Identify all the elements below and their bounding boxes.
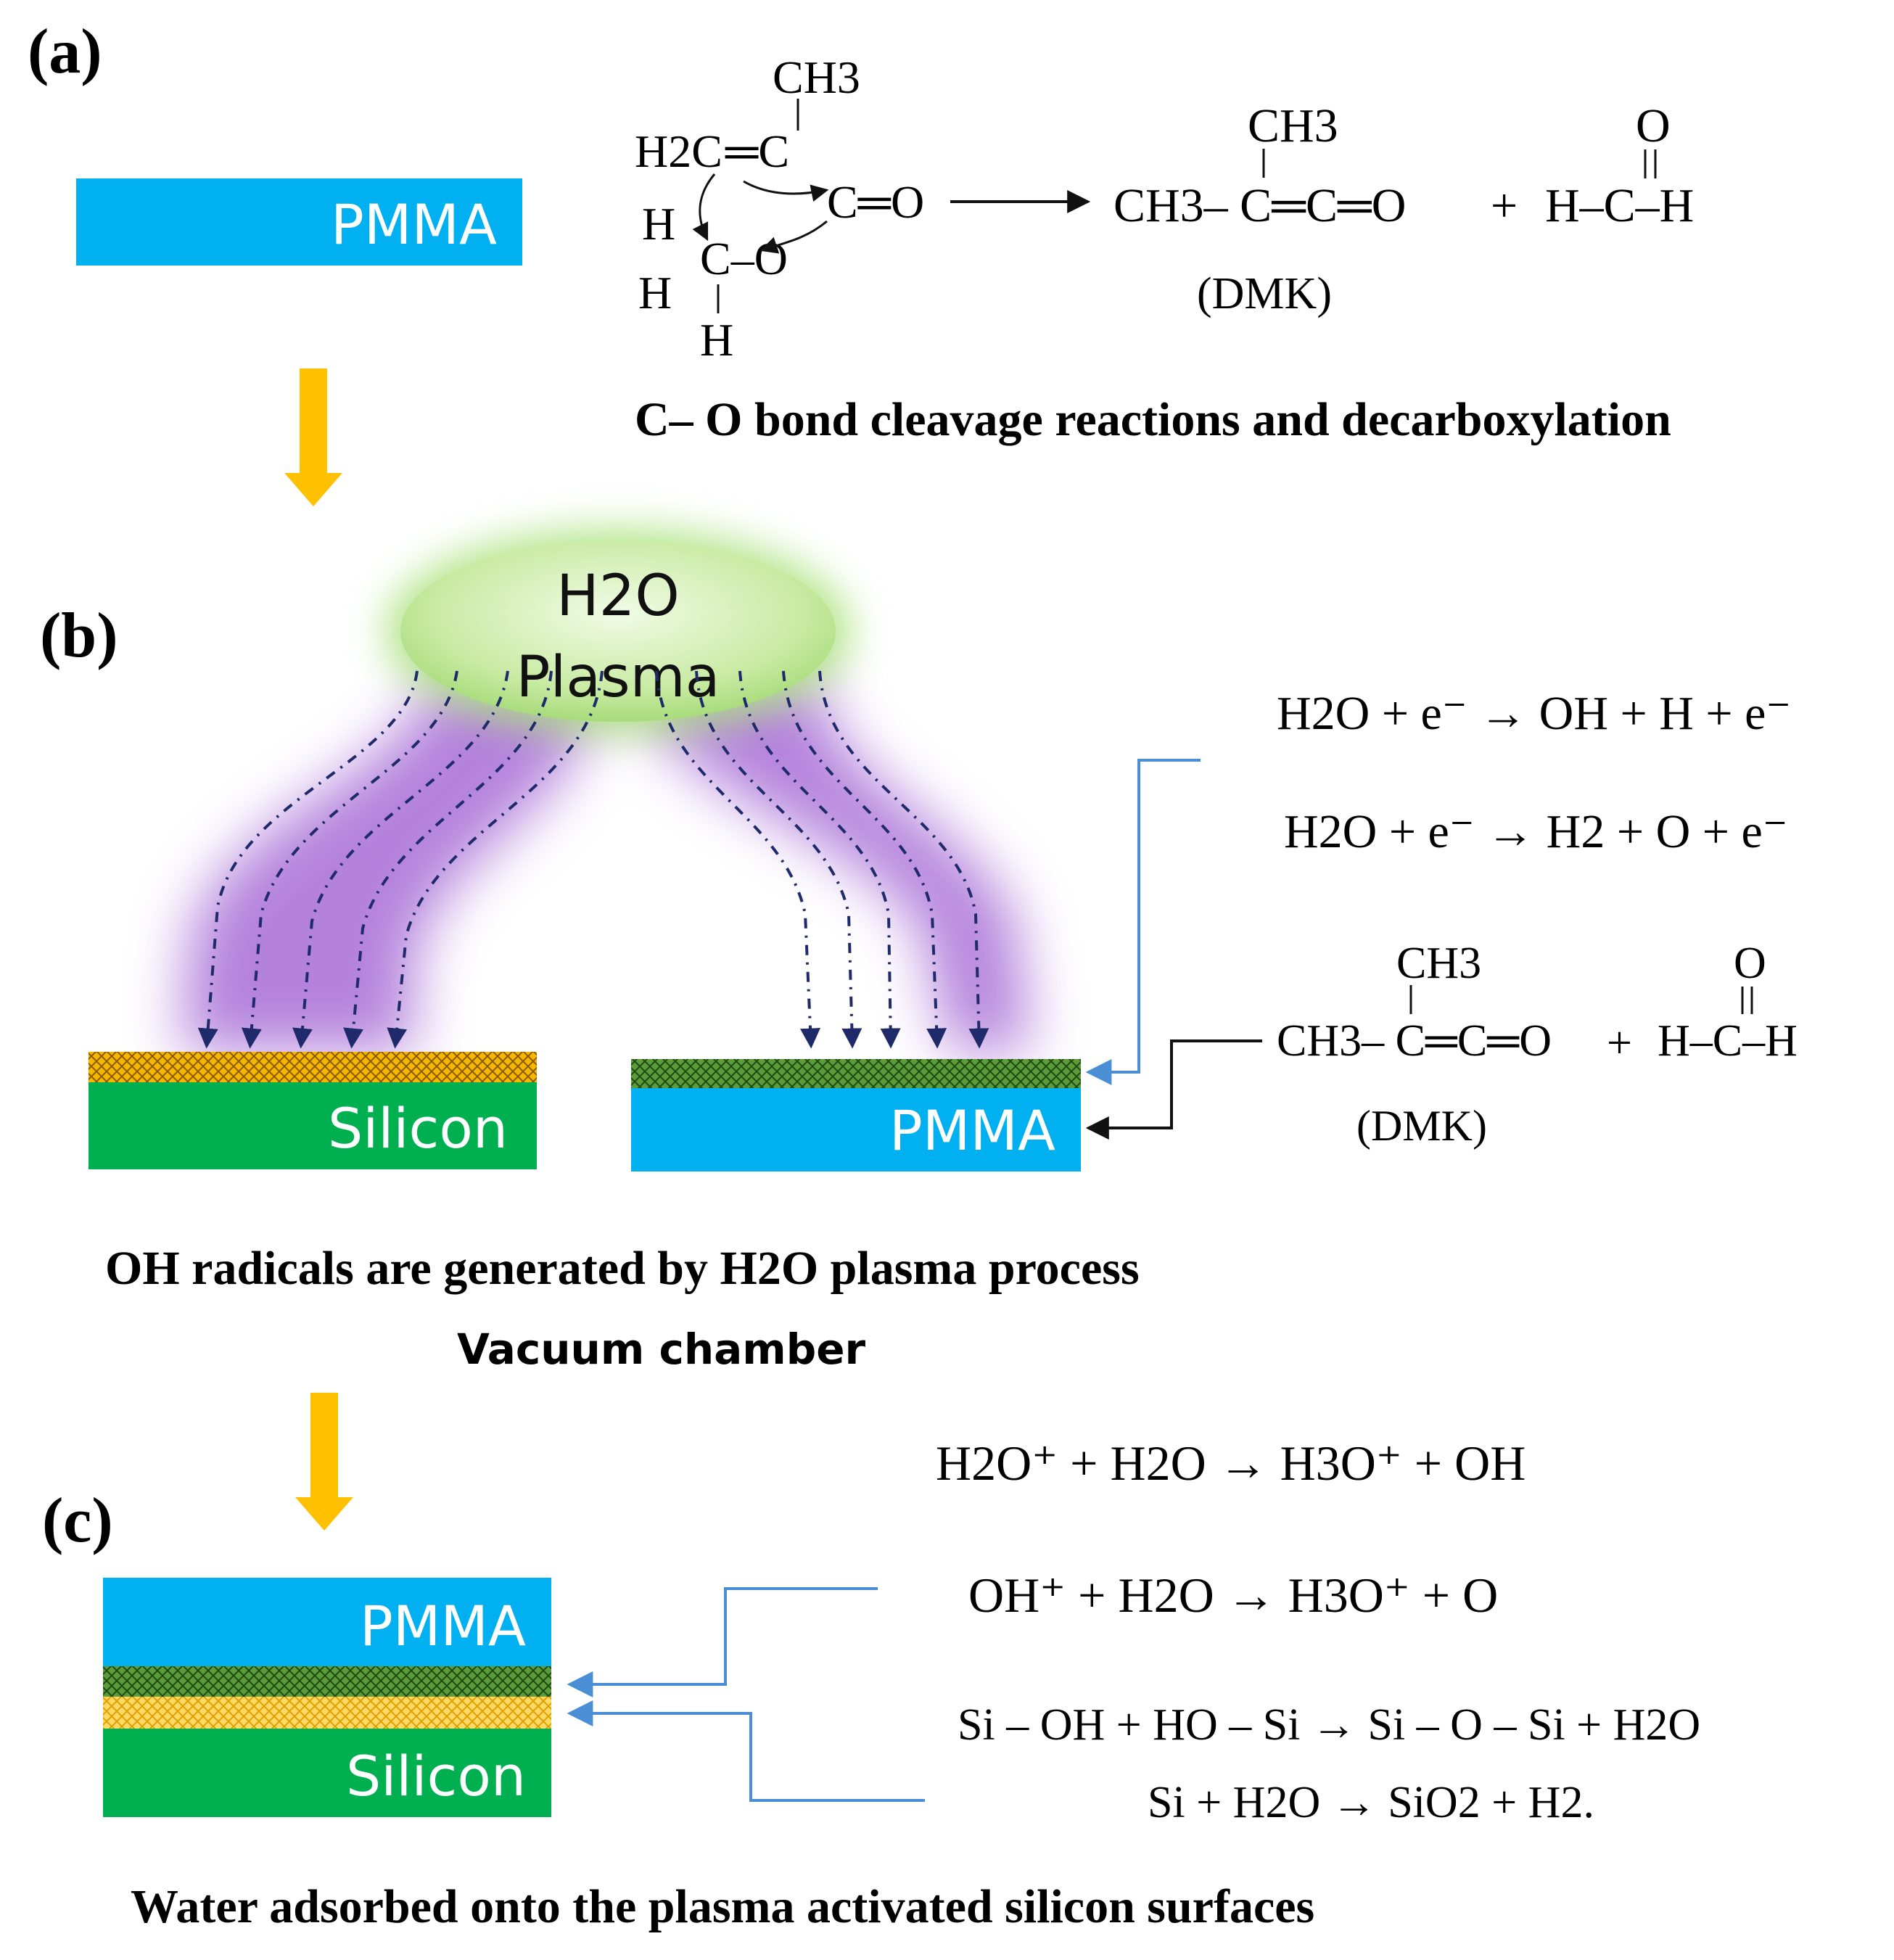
connector-dmk-to-pmma <box>1085 1039 1262 1140</box>
formaldehyde-o-b: O <box>1734 939 1766 988</box>
plasma-word-label: Plasma <box>516 645 720 710</box>
equation-c2: OH⁺ + H2O → H3O⁺ + O <box>968 1568 1498 1623</box>
formaldehyde-o-a: O <box>1636 99 1671 152</box>
radical-paths-left <box>197 670 604 1049</box>
dmk-ch3-a: CH3 <box>1248 99 1338 152</box>
caption-a: C– O bond cleavage reactions and decarbo… <box>635 393 1671 446</box>
pmma-substrate-b: PMMA <box>631 1059 1081 1172</box>
caption-b: OH radicals are generated by H2O plasma … <box>105 1242 1140 1295</box>
dmk-label-b: (DMK) <box>1356 1102 1487 1150</box>
pmma-label-a: PMMA <box>331 192 497 257</box>
equation-c3: Si – OH + HO – Si → Si – O – Si + H2O <box>958 1700 1700 1750</box>
vacuum-chamber-label: Vacuum chamber <box>457 1325 866 1374</box>
dmk-label-a: (DMK) <box>1197 269 1332 318</box>
silicon-substrate-b: Silicon <box>88 1052 537 1169</box>
formaldehyde-b: O H–C–H <box>1658 939 1798 1066</box>
panel-c-label: (c) <box>42 1486 113 1556</box>
dmk-product-b: CH3 CH3– C═C═O (DMK) <box>1277 939 1552 1150</box>
dmk-product-a: CH3 CH3– C═C═O (DMK) <box>1113 99 1406 318</box>
formaldehyde-chain-b: H–C–H <box>1658 1016 1798 1066</box>
pmma-label-c: PMMA <box>360 1594 526 1658</box>
equation-c1: H2O⁺ + H2O → H3O⁺ + OH <box>936 1436 1526 1491</box>
dmk-ch3-b: CH3 <box>1396 939 1481 988</box>
connector-eq-to-interface-pmma <box>567 1587 878 1697</box>
pmma-monomer-structure: CH3 H2C ═C C═O H H C–O H <box>635 52 924 366</box>
plus-b: + <box>1607 1018 1632 1068</box>
pmma-layer-a <box>76 178 522 265</box>
mol-ceo: C═O <box>827 176 924 228</box>
connector-eq-to-pmma-surface <box>1085 759 1201 1085</box>
h2o-plasma-source: H2O Plasma <box>386 530 850 733</box>
mol-c-o: C–O <box>700 233 788 284</box>
formaldehyde-chain-a: H–C–H <box>1545 179 1694 232</box>
bonded-stack-c: PMMA Silicon <box>103 1578 551 1817</box>
mol-eqc: ═C <box>725 125 789 177</box>
equation-b1: H2O + e⁻ → OH + H + e⁻ <box>1277 687 1791 740</box>
connector-eq-to-interface-silicon <box>567 1700 925 1802</box>
mol-hbot: H <box>700 314 733 366</box>
mol-h2c: H2C <box>635 125 722 177</box>
formaldehyde-a: O H–C–H <box>1545 99 1694 232</box>
plasma-glow <box>181 675 1030 1052</box>
silicon-label-b: Silicon <box>328 1096 508 1161</box>
caption-c: Water adsorbed onto the plasma activated… <box>131 1880 1314 1933</box>
flow-arrow-a-to-b <box>284 368 342 506</box>
dmk-chain-b: CH3– C═C═O <box>1277 1016 1552 1066</box>
mol-h1: H <box>642 198 675 250</box>
silicon-label-c: Silicon <box>346 1744 526 1808</box>
panel-a-label: (a) <box>28 17 102 87</box>
flow-arrow-b-to-c <box>295 1393 353 1531</box>
equation-c4: Si + H2O → SiO2 + H2. <box>1148 1778 1594 1827</box>
dmk-chain-a: CH3– C═C═O <box>1113 179 1406 232</box>
pmma-label-b: PMMA <box>889 1098 1055 1163</box>
equation-b2: H2O + e⁻ → H2 + O + e⁻ <box>1284 805 1788 858</box>
plasma-h2o-label: H2O <box>556 564 680 629</box>
panel-b-label: (b) <box>40 601 118 671</box>
radical-paths-right <box>655 670 989 1049</box>
mol-ch3: CH3 <box>773 52 860 103</box>
plus-a: + <box>1491 179 1518 232</box>
mol-h2: H <box>638 267 672 318</box>
